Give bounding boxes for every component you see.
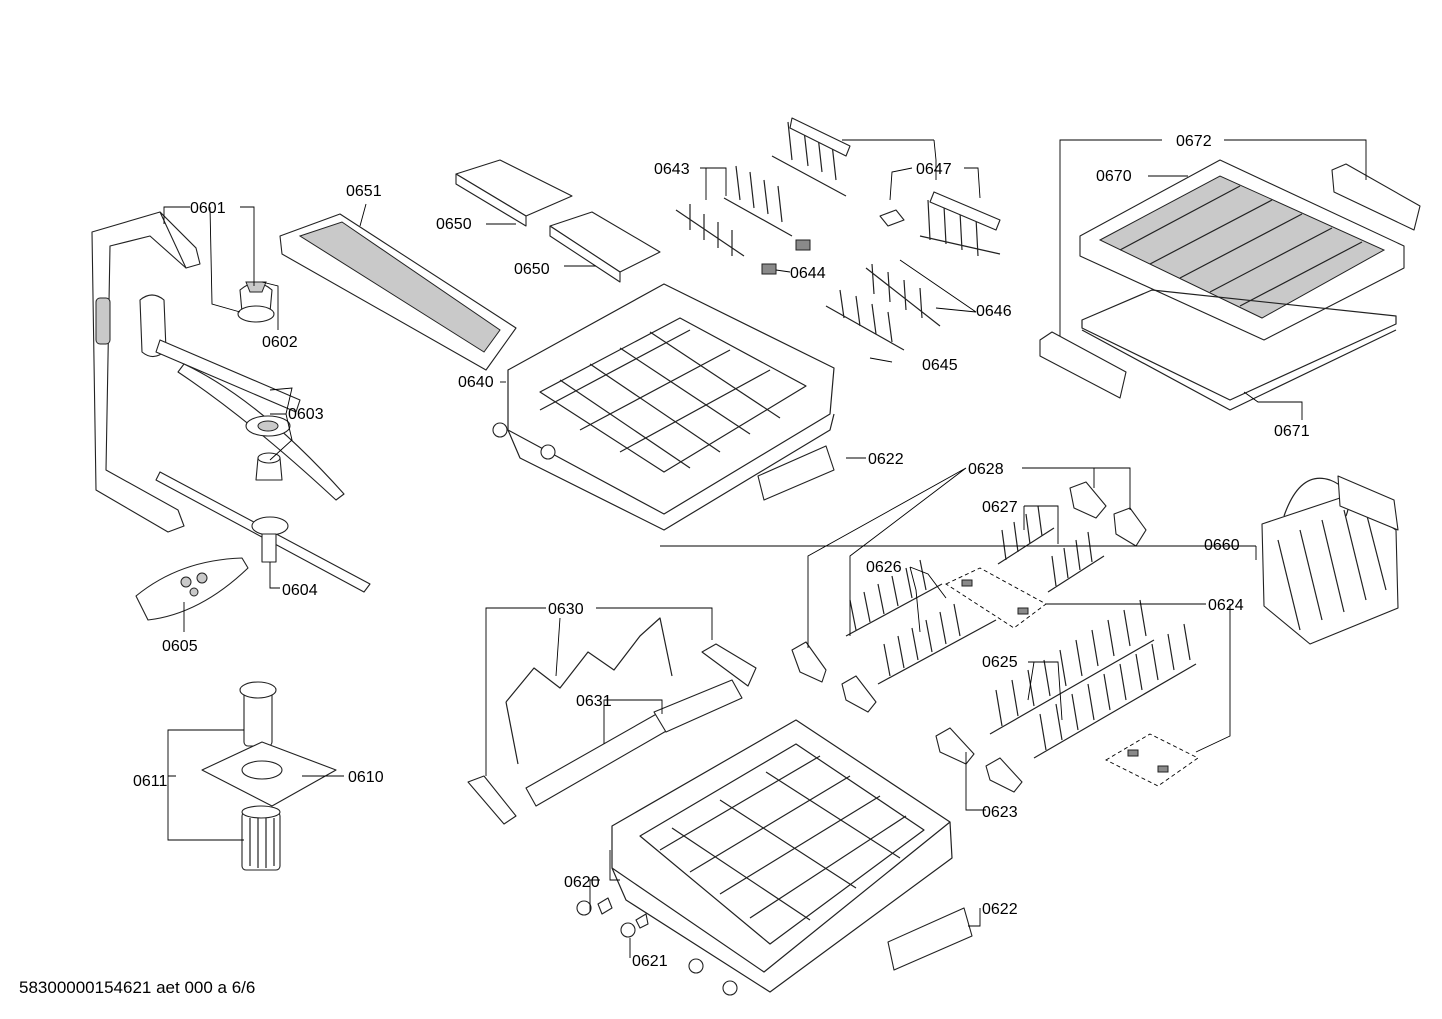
label-0631: 0631 — [576, 693, 612, 710]
label-0610: 0610 — [348, 769, 384, 786]
label-0672: 0672 — [1176, 133, 1212, 150]
label-0647: 0647 — [916, 161, 952, 178]
rack-insert-upper — [455, 159, 573, 227]
label-0660: 0660 — [1204, 537, 1240, 554]
label-0628: 0628 — [968, 461, 1004, 478]
upper-basket — [492, 283, 835, 531]
label-0650-a: 0650 — [436, 216, 472, 233]
drawing-reference-number: 58300000154621 aet 000 a 6/6 — [19, 978, 256, 997]
water-supply-tube — [91, 211, 201, 533]
basket-wheels — [576, 897, 738, 996]
lower-spray-arm — [155, 471, 371, 593]
cutlery-basket — [1261, 475, 1399, 645]
label-0670: 0670 — [1096, 168, 1132, 185]
label-0620: 0620 — [564, 874, 600, 891]
label-0611: 0611 — [133, 773, 168, 790]
clip-sets — [945, 567, 1199, 787]
basket-front-handle — [757, 445, 835, 501]
cup-shelf — [279, 213, 517, 371]
rack-insert-lower — [549, 211, 661, 283]
label-0602: 0602 — [262, 334, 298, 351]
label-0650-b: 0650 — [514, 261, 550, 278]
label-0643: 0643 — [654, 161, 690, 178]
label-0621: 0621 — [632, 953, 668, 970]
label-0644: 0644 — [790, 265, 826, 282]
label-0645: 0645 — [922, 357, 958, 374]
cutlery-tray — [1079, 159, 1405, 341]
spray-deflector — [135, 557, 249, 621]
fold-down-tines-rear — [989, 599, 1197, 759]
fold-down-tines-front — [845, 505, 1105, 685]
label-0622-lower: 0622 — [982, 901, 1018, 918]
plate-rack-tines — [675, 117, 1001, 351]
label-0627: 0627 — [982, 499, 1018, 516]
label-0630: 0630 — [548, 601, 584, 618]
label-0625: 0625 — [982, 654, 1018, 671]
label-0603: 0603 — [288, 406, 324, 423]
small-clips — [761, 209, 905, 275]
tray-side-brackets — [1039, 163, 1421, 399]
label-0605: 0605 — [162, 638, 198, 655]
part-number-labels: 0601 0602 0603 0604 0605 0610 0611 0620 … — [133, 133, 1310, 970]
label-0604: 0604 — [282, 582, 318, 599]
filter-assembly — [201, 681, 337, 871]
label-0646: 0646 — [976, 303, 1012, 320]
label-0601: 0601 — [190, 200, 226, 217]
lower-basket-handle — [887, 907, 973, 971]
label-0624: 0624 — [1208, 597, 1244, 614]
label-0671: 0671 — [1274, 423, 1310, 440]
label-0626: 0626 — [866, 559, 902, 576]
label-0622-upper: 0622 — [868, 451, 904, 468]
label-0651: 0651 — [346, 183, 382, 200]
upper-spray-arm — [139, 294, 345, 501]
cutlery-tray-frame — [1081, 289, 1397, 411]
tine-bar — [467, 617, 757, 825]
lower-basket — [611, 719, 953, 993]
lower-basket-inserts — [525, 679, 743, 807]
label-0640: 0640 — [458, 374, 494, 391]
spray-arm-bearing — [237, 281, 275, 323]
leader-lines — [163, 139, 1367, 958]
rack-holders — [791, 481, 1147, 793]
label-0623: 0623 — [982, 804, 1018, 821]
